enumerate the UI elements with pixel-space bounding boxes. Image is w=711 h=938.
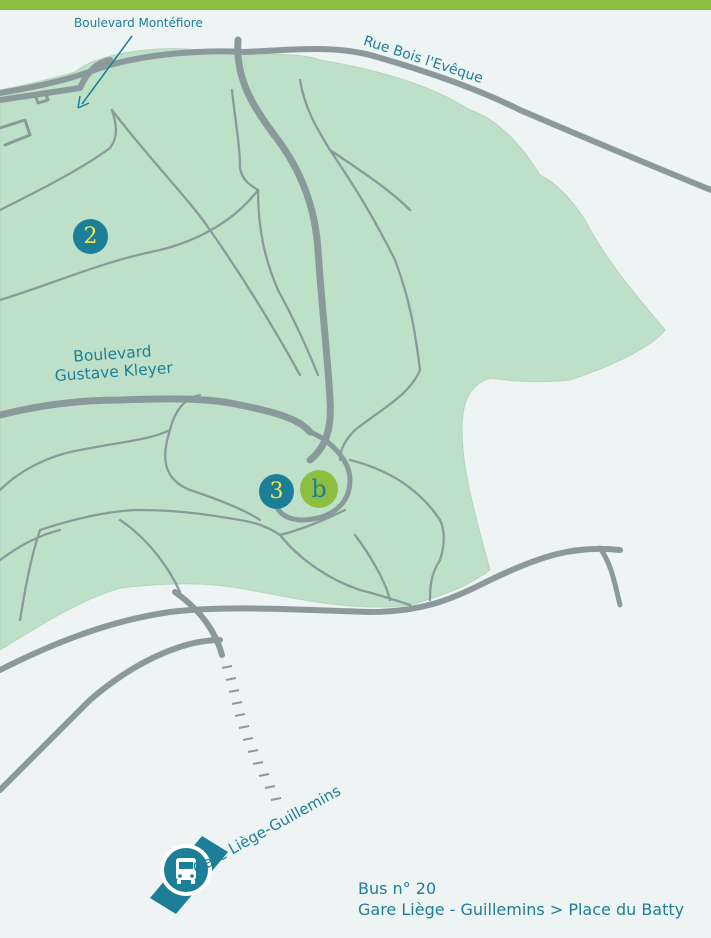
road-rue-bois-leveque — [0, 46, 711, 193]
marker-3[interactable]: 3 — [259, 474, 294, 509]
bus-line: Bus n° 20 — [358, 879, 437, 898]
road-boulevard-montefiore — [0, 57, 113, 103]
road-east-branch — [597, 545, 623, 608]
building-outline — [0, 118, 32, 147]
road-central — [234, 36, 334, 464]
park-paths — [0, 78, 445, 622]
park-area — [0, 48, 666, 651]
road-boulevard-gustave-kleyer — [0, 395, 314, 436]
bus-info: Bus n° 20 Gare Liège - Guillemins > Plac… — [358, 879, 684, 921]
montefiore-arrow — [77, 35, 133, 109]
marker-2[interactable]: 2 — [73, 219, 108, 254]
road-lower-east — [0, 545, 623, 673]
stairs — [221, 665, 282, 801]
top-bar — [0, 0, 711, 10]
bus-station-icon[interactable] — [150, 836, 228, 914]
road-station — [172, 589, 225, 658]
bus-route: Gare Liège - Guillemins > Place du Batty — [358, 899, 685, 919]
label-boulevard-montefiore: Boulevard Montéfiore — [74, 16, 203, 30]
building-outline-2 — [33, 90, 50, 105]
marker-b[interactable]: b — [300, 470, 338, 508]
roads — [0, 36, 711, 793]
bus-icon — [176, 858, 196, 884]
road-south — [0, 637, 223, 793]
